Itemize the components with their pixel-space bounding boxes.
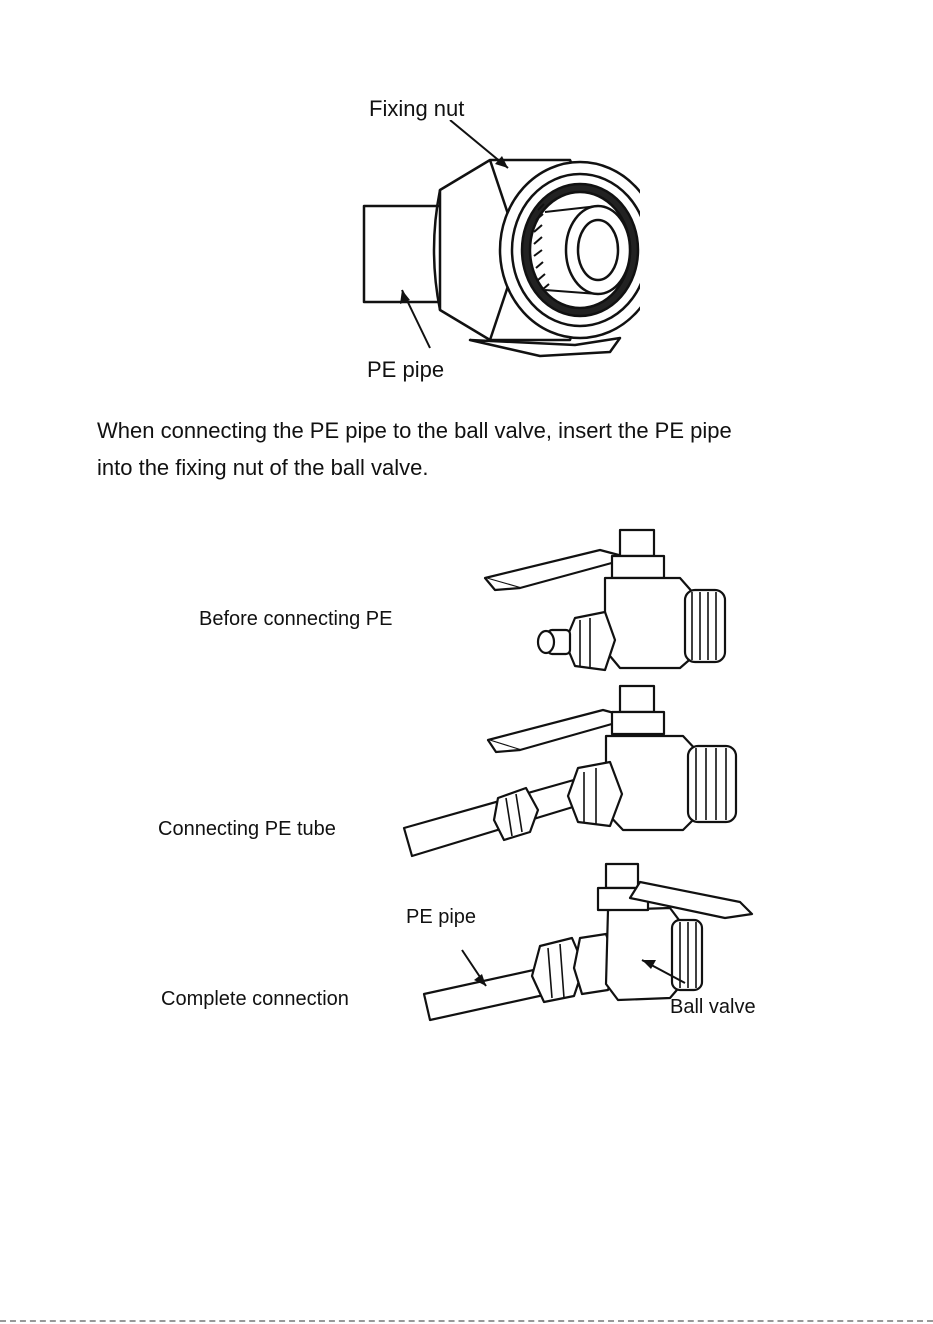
instruction-line-2: into the fixing nut of the ball valve.	[97, 449, 877, 486]
pe-pipe-label-top: PE pipe	[367, 357, 444, 383]
before-connecting-label: Before connecting PE	[199, 608, 392, 631]
instruction-text: When connecting the PE pipe to the ball …	[97, 412, 877, 486]
valve-connecting-tube-illustration	[398, 680, 758, 865]
valve-before-connection-illustration	[480, 520, 760, 680]
page-bottom-rule	[0, 1320, 933, 1322]
instruction-line-1: When connecting the PE pipe to the ball …	[97, 412, 877, 449]
connecting-pe-tube-label: Connecting PE tube	[158, 818, 336, 841]
fixing-nut-illustration	[340, 120, 640, 370]
ball-valve-label: Ball valve	[670, 996, 756, 1019]
fixing-nut-label: Fixing nut	[369, 96, 464, 122]
complete-connection-label: Complete connection	[161, 988, 349, 1011]
